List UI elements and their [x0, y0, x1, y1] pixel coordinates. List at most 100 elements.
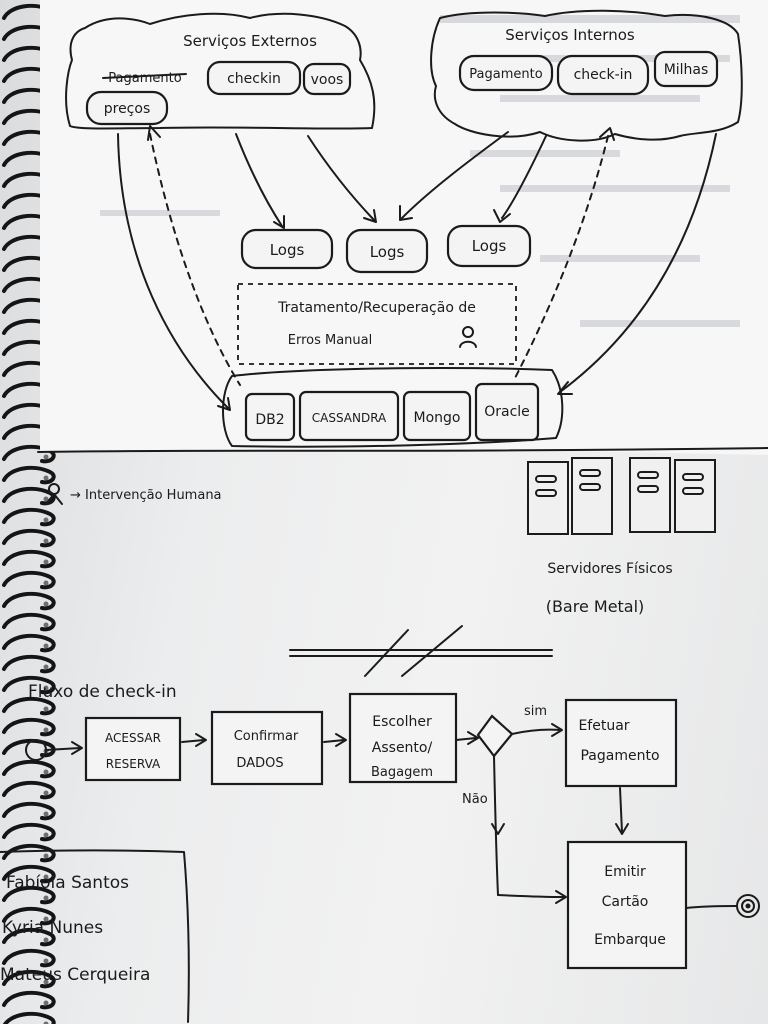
flow-step-acessar-reserva	[84, 716, 182, 782]
flow-yes-label: sim	[524, 704, 547, 719]
flow-step-label: RESERVA	[106, 757, 161, 771]
binding-hole	[43, 895, 49, 901]
flow-step-label: ACESSAR	[105, 731, 161, 745]
logs-box	[446, 224, 532, 268]
checkin-flow: Fluxo de check-in ACESSAR RESERVA Confir…	[25, 682, 760, 970]
spiral-coil	[2, 507, 56, 527]
flow-step-label: Bagagem	[371, 765, 433, 780]
flow-step-label: Efetuar	[578, 718, 629, 734]
binding-hole	[43, 664, 49, 670]
binding-hole	[43, 769, 49, 775]
binding-hole	[43, 622, 49, 628]
error-handling-line1: Tratamento/Recuperação de	[277, 300, 476, 316]
flow-end-node	[736, 894, 760, 918]
internal-service-checkin-label: check-in	[574, 67, 633, 83]
logs-group: Logs Logs Logs	[240, 224, 532, 274]
logs-box	[345, 228, 429, 274]
binding-hole	[43, 559, 49, 565]
internal-service-milhas-box	[653, 50, 719, 88]
author-name: Fabíola Santos	[6, 873, 129, 893]
binding-hole	[43, 979, 49, 985]
external-service-checkin-label: checkin	[227, 71, 281, 87]
external-service-precos-box	[85, 90, 169, 126]
spiral-coil	[2, 801, 56, 821]
flow-step-label: Pagamento	[580, 748, 659, 764]
flow-step-escolher-assento	[348, 692, 458, 784]
flow-step-label: Confirmar	[234, 729, 299, 744]
flow-step-efetuar-pagamento	[564, 698, 678, 788]
database-db2	[244, 392, 296, 442]
binding-hole	[43, 937, 49, 943]
internal-service-pagamento-label: Pagamento	[469, 67, 542, 82]
error-handling-line2: Erros Manual	[288, 333, 373, 348]
spiral-coil	[2, 759, 56, 779]
database-label: Mongo	[414, 410, 461, 426]
logs-label: Logs	[270, 241, 305, 259]
strikethrough-line	[102, 73, 187, 79]
physical-servers: Servidores Físicos (Bare Metal)	[527, 457, 716, 616]
spiral-coil	[2, 717, 56, 737]
flow-no-label: Não	[462, 792, 488, 807]
servers-label-line2: (Bare Metal)	[546, 597, 645, 616]
top-sheet	[40, 0, 768, 455]
external-services-cloud: Serviços Externos Pagamento checkin voos…	[65, 12, 376, 130]
external-service-checkin-box	[206, 60, 302, 96]
spiral-coil	[2, 1011, 56, 1024]
internal-services-cloud: Serviços Internos Pagamento check-in Mil…	[430, 9, 743, 142]
binding-hole	[43, 580, 49, 586]
binding-hole	[43, 1000, 49, 1006]
flow-step-label: Cartão	[602, 894, 649, 910]
flow-step-label: Embarque	[594, 932, 666, 948]
spiral-coil	[2, 591, 56, 611]
author-name: Kyria Nunes	[2, 918, 103, 938]
flow-step-emitir-cartao	[566, 840, 688, 970]
external-service-voos-label: voos	[311, 72, 344, 88]
flow-step-label: DADOS	[236, 756, 283, 771]
flow-start-node	[25, 739, 47, 761]
external-cloud-outline	[65, 12, 376, 130]
binding-hole	[43, 601, 49, 607]
spiral-coil	[2, 990, 56, 1010]
binding-hole	[43, 811, 49, 817]
external-service-precos-label: preços	[104, 101, 151, 117]
spiral-coil	[2, 969, 56, 989]
legend-text: → Intervenção Humana	[70, 488, 222, 503]
error-handling-box: Tratamento/Recuperação de Erros Manual	[237, 283, 517, 365]
database-label: CASSANDRA	[312, 411, 387, 425]
binding-hole	[43, 517, 49, 523]
spiral-coil	[2, 780, 56, 800]
logs-box	[240, 228, 334, 270]
binding-hole	[43, 538, 49, 544]
flow-step-label: Emitir	[604, 864, 646, 880]
flow-step-label: Assento/	[372, 740, 433, 756]
binding-hole	[43, 475, 49, 481]
binding-hole	[43, 1021, 49, 1024]
binding-hole	[43, 706, 49, 712]
person-icon	[45, 483, 63, 505]
data-flow-arrows	[117, 133, 717, 411]
spiral-coil	[2, 864, 56, 884]
binding-hole	[43, 685, 49, 691]
sheet-edge	[37, 447, 768, 453]
internal-cloud-outline	[430, 9, 743, 142]
spiral-coil	[2, 549, 56, 569]
database-oracle	[474, 382, 540, 442]
spiral-coil	[2, 948, 56, 968]
spiral-coil	[2, 885, 56, 905]
spiral-coil	[2, 633, 56, 653]
spiral-coil	[2, 570, 56, 590]
binding-hole	[43, 643, 49, 649]
binding-hole	[43, 790, 49, 796]
internal-service-pagamento-box	[458, 54, 554, 92]
spiral-coil	[2, 927, 56, 947]
database-label: DB2	[255, 412, 284, 428]
external-services-title: Serviços Externos	[183, 32, 317, 50]
spiral-coil	[2, 465, 56, 485]
servers-label-line1: Servidores Físicos	[547, 561, 672, 577]
database-cassandra	[298, 390, 400, 442]
logs-label: Logs	[370, 243, 405, 261]
fallback-dashed-arrows	[147, 125, 615, 386]
database-label: Oracle	[484, 404, 530, 420]
flow-step-label: Escolher	[372, 714, 432, 730]
